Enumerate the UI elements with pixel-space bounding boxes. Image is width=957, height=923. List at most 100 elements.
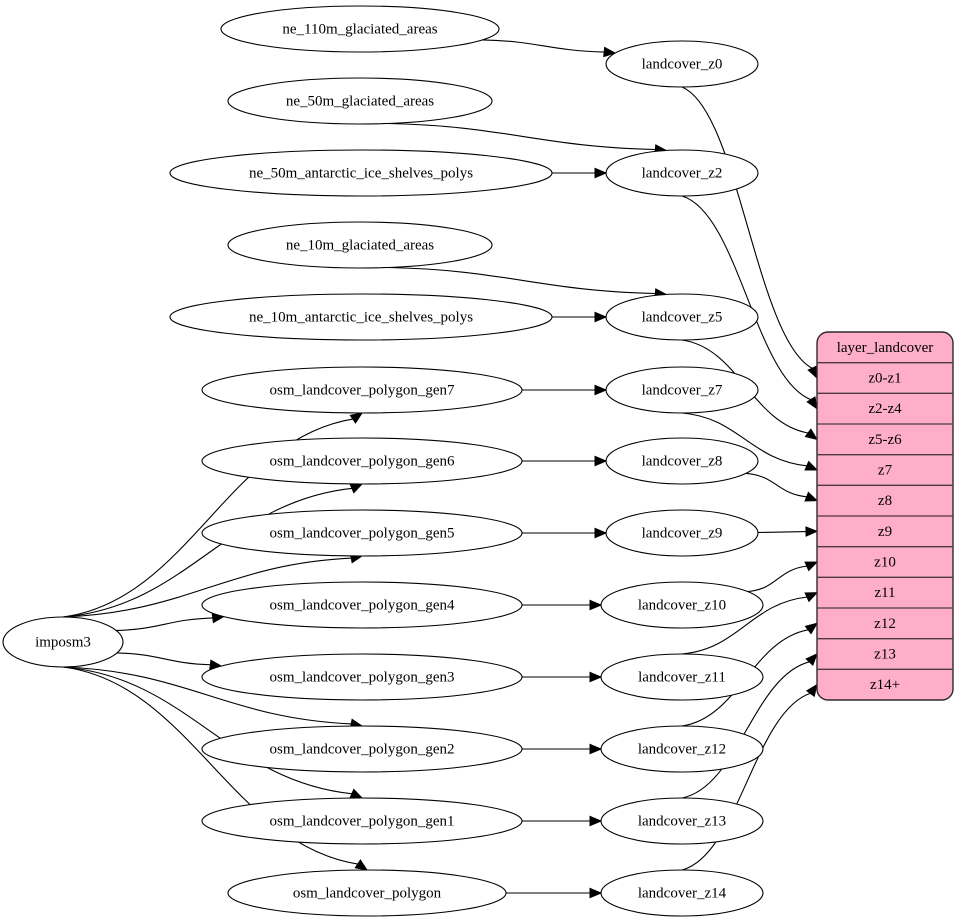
node-label: landcover_z9	[642, 525, 723, 541]
node-osm_landcover_polygon_gen1[interactable]: osm_landcover_polygon_gen1	[201, 797, 523, 845]
edge-arrowhead	[805, 526, 819, 537]
node-label: ne_10m_glaciated_areas	[286, 237, 434, 253]
node-shape	[201, 797, 523, 845]
edge-line	[387, 122, 656, 151]
edge-arrowhead	[589, 599, 603, 611]
node-imposm3[interactable]: imposm3	[2, 616, 124, 668]
node-label: ne_10m_antarctic_ice_shelves_polys	[249, 309, 473, 325]
edge-arrowhead	[806, 396, 818, 410]
node-label: osm_landcover_polygon_gen5	[270, 525, 455, 541]
node-ne_10m_glaciated_areas[interactable]: ne_10m_glaciated_areas	[227, 221, 493, 269]
edge-osm_landcover_polygon_gen7-to-landcover_z7	[522, 384, 608, 396]
edge-landcover_z11-to-row-z11	[681, 592, 819, 655]
record-row-row-z8[interactable]: z8	[878, 493, 892, 509]
node-landcover_z10[interactable]: landcover_z10	[600, 581, 764, 629]
node-landcover_z7[interactable]: landcover_z7	[605, 366, 759, 414]
node-label: landcover_z12	[638, 741, 726, 757]
node-landcover_z9[interactable]: landcover_z9	[605, 509, 759, 557]
edge-arrowhead	[603, 46, 617, 58]
edge-arrowhead	[805, 653, 818, 667]
node-osm_landcover_polygon[interactable]: osm_landcover_polygon	[227, 869, 507, 917]
node-osm_landcover_polygon_gen7[interactable]: osm_landcover_polygon_gen7	[201, 366, 523, 414]
edge-line	[62, 557, 352, 618]
edge-landcover_z8-to-row-z8	[745, 472, 819, 502]
record-node-layer: layer_landcoverz0-z1z2-z4z5-z6z7z8z9z10z…	[816, 331, 954, 701]
edge-line	[681, 86, 813, 369]
edge-line	[116, 652, 211, 666]
node-osm_landcover_polygon_gen4[interactable]: osm_landcover_polygon_gen4	[201, 581, 523, 629]
edge-arrowhead	[349, 412, 364, 424]
record-node-layer-landcover[interactable]: layer_landcoverz0-z1z2-z4z5-z6z7z8z9z10z…	[816, 331, 954, 701]
node-shape	[201, 437, 523, 485]
record-row-row-z5-z6[interactable]: z5-z6	[868, 432, 902, 448]
edge-line	[62, 666, 359, 865]
edge-line	[745, 472, 808, 498]
edge-arrowhead	[589, 815, 603, 827]
node-osm_landcover_polygon_gen5[interactable]: osm_landcover_polygon_gen5	[201, 509, 523, 557]
node-label: landcover_z11	[638, 669, 726, 685]
edge-arrowhead	[804, 491, 819, 502]
node-label: landcover_z5	[642, 309, 723, 325]
edge-arrowhead	[594, 455, 608, 467]
node-label: landcover_z8	[642, 453, 723, 469]
record-row-row-z10[interactable]: z10	[874, 554, 896, 570]
edge-arrowhead	[354, 859, 369, 871]
edge-landcover_z13-to-row-z13	[681, 653, 818, 799]
node-osm_landcover_polygon_gen3[interactable]: osm_landcover_polygon_gen3	[201, 653, 523, 701]
node-landcover_z8[interactable]: landcover_z8	[605, 437, 759, 485]
edge-landcover_z10-to-row-z10	[747, 561, 819, 593]
record-row-row-z2-z4[interactable]: z2-z4	[868, 401, 902, 417]
node-shape	[201, 725, 523, 773]
edge-line	[757, 530, 807, 534]
node-landcover_z13[interactable]: landcover_z13	[600, 797, 764, 845]
record-row-row-z0-z1[interactable]: z0-z1	[868, 370, 901, 386]
edge-arrowhead	[804, 428, 819, 441]
node-label: osm_landcover_polygon_gen4	[270, 597, 455, 613]
edge-line	[681, 661, 810, 799]
edge-line	[681, 692, 811, 871]
edge-line	[62, 487, 353, 618]
nodes-layer: imposm3 ne_110m_glaciated_areas ne_50m_gla…	[2, 5, 764, 917]
record-row-row-z14plus[interactable]: z14+	[870, 677, 900, 693]
node-shape	[605, 366, 759, 414]
record-row-row-z11[interactable]: z11	[874, 585, 895, 601]
edge-arrowhead	[594, 167, 608, 179]
edge-osm_landcover_polygon-to-landcover_z14	[506, 887, 603, 899]
node-ne_10m_antarctic_ice_shelves_polys[interactable]: ne_10m_antarctic_ice_shelves_polys	[169, 293, 553, 341]
node-landcover_z11[interactable]: landcover_z11	[600, 653, 764, 701]
node-label: osm_landcover_polygon_gen3	[270, 669, 455, 685]
node-label: ne_110m_glaciated_areas	[282, 21, 437, 37]
record-row-row-z9[interactable]: z9	[878, 524, 892, 540]
node-shape	[227, 869, 507, 917]
record-row-row-z7[interactable]: z7	[878, 462, 893, 478]
edge-line	[62, 666, 353, 795]
node-landcover_z2[interactable]: landcover_z2	[605, 149, 759, 197]
record-row-row-z12[interactable]: z12	[874, 616, 896, 632]
node-shape	[600, 653, 764, 701]
node-shape	[201, 581, 523, 629]
record-row-row-z13[interactable]: z13	[874, 646, 896, 662]
edge-line	[681, 195, 812, 401]
node-landcover_z14[interactable]: landcover_z14	[600, 869, 764, 917]
node-label: landcover_z14	[638, 885, 727, 901]
node-shape	[227, 77, 493, 125]
node-osm_landcover_polygon_gen6[interactable]: osm_landcover_polygon_gen6	[201, 437, 523, 485]
node-shape	[600, 725, 764, 773]
edge-arrowhead	[804, 561, 819, 572]
edge-line	[681, 596, 808, 655]
node-ne_50m_antarctic_ice_shelves_polys[interactable]: ne_50m_antarctic_ice_shelves_polys	[169, 149, 553, 197]
node-label: ne_50m_antarctic_ice_shelves_polys	[249, 165, 473, 181]
node-osm_landcover_polygon_gen2[interactable]: osm_landcover_polygon_gen2	[201, 725, 523, 773]
node-shape	[600, 797, 764, 845]
node-label: landcover_z7	[642, 382, 723, 398]
edge-arrowhead	[804, 592, 819, 603]
node-landcover_z5[interactable]: landcover_z5	[605, 293, 759, 341]
node-landcover_z0[interactable]: landcover_z0	[605, 40, 759, 88]
node-shape	[605, 40, 759, 88]
edge-arrowhead	[594, 384, 608, 396]
node-landcover_z12[interactable]: landcover_z12	[600, 725, 764, 773]
node-ne_110m_glaciated_areas[interactable]: ne_110m_glaciated_areas	[220, 5, 500, 53]
node-shape	[605, 437, 759, 485]
edge-arrowhead	[804, 460, 819, 471]
node-ne_50m_glaciated_areas[interactable]: ne_50m_glaciated_areas	[227, 77, 493, 125]
